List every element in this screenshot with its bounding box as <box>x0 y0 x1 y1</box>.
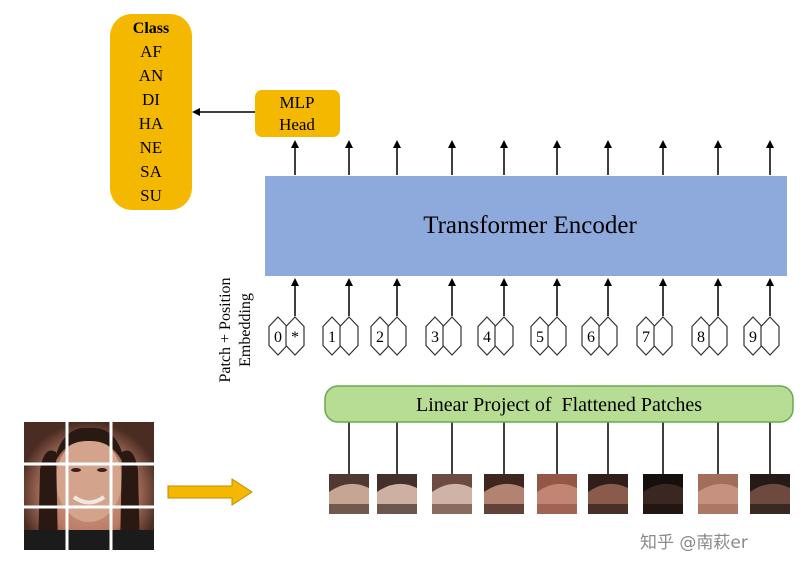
class-item: AN <box>139 66 164 85</box>
patch-hexagon <box>339 316 359 356</box>
face-patch-image <box>698 474 738 514</box>
patch-to-projection-lines <box>348 422 771 474</box>
position-index: 7 <box>642 329 650 346</box>
class-item: SA <box>140 162 162 181</box>
class-item: DI <box>142 90 160 109</box>
mlp-head-line1: MLP <box>280 93 315 112</box>
embedding-to-encoder-arrows <box>291 278 774 316</box>
position-index: 2 <box>376 329 384 346</box>
mlp-head-line2: Head <box>279 115 315 134</box>
embedding-token: 4 <box>477 316 514 356</box>
face-patch-image <box>484 474 524 514</box>
patch-row <box>329 474 790 514</box>
position-index: 5 <box>536 329 544 346</box>
patch-hexagon <box>387 316 407 356</box>
embedding-token: 2 <box>370 316 407 356</box>
embedding-token: 1 <box>322 316 359 356</box>
patch-hexagon <box>494 316 514 356</box>
linear-projection-label: Linear Project of Flattened Patches <box>416 394 702 416</box>
position-index: 9 <box>749 329 757 346</box>
embedding-token: 8 <box>691 316 728 356</box>
face-patch-image <box>588 474 628 514</box>
class-item: AF <box>140 42 162 61</box>
patch-hexagon <box>708 316 728 356</box>
class-item: NE <box>140 138 163 157</box>
embedding-token: 5 <box>530 316 567 356</box>
face-patch-image <box>537 474 577 514</box>
embedding-label: Patch + Position Embedding <box>217 277 254 382</box>
patch-hexagon <box>442 316 462 356</box>
position-index: 1 <box>328 329 336 346</box>
patch-hexagon <box>547 316 567 356</box>
mlp-head-box: MLP Head <box>255 90 340 137</box>
embedding-token: 0* <box>268 316 305 356</box>
transformer-encoder-label: Transformer Encoder <box>423 212 637 239</box>
embedding-token: 3 <box>425 316 462 356</box>
patch-hexagon <box>653 316 673 356</box>
face-patch-image <box>750 474 790 514</box>
linear-projection-box: Linear Project of Flattened Patches <box>324 385 794 423</box>
encoder-output-arrows <box>291 140 774 175</box>
position-index: 0 <box>274 329 282 346</box>
face-patch-image <box>329 474 369 514</box>
position-index: 6 <box>587 329 595 346</box>
position-index: 8 <box>697 329 705 346</box>
embedding-label-line1: Patch + Position <box>217 277 234 382</box>
transformer-encoder-box: Transformer Encoder <box>265 176 787 276</box>
face-patch-image <box>377 474 417 514</box>
class-items: AF AN DI HA NE SA SU <box>139 42 164 205</box>
face-patch-image <box>432 474 472 514</box>
face-photo-3x3-grid-image <box>24 422 154 550</box>
class-title: Class <box>133 20 169 37</box>
position-index: 3 <box>431 329 439 346</box>
embedding-label-line2: Embedding <box>237 293 254 367</box>
cls-token-star: * <box>291 329 299 346</box>
embedding-token: 9 <box>743 316 780 356</box>
class-item: HA <box>139 114 164 133</box>
face-patch-image <box>643 474 683 514</box>
embedding-token: 6 <box>581 316 618 356</box>
class-item: SU <box>140 186 162 205</box>
patch-hexagon <box>760 316 780 356</box>
position-index: 4 <box>483 329 491 346</box>
patch-hexagon <box>598 316 618 356</box>
watermark-text: 知乎 @南萩er <box>640 533 748 553</box>
class-box: Class AF AN DI HA NE SA SU <box>110 14 192 210</box>
right-arrow-icon <box>167 478 253 506</box>
patch-hexagon <box>285 316 305 356</box>
embedding-token: 7 <box>636 316 673 356</box>
